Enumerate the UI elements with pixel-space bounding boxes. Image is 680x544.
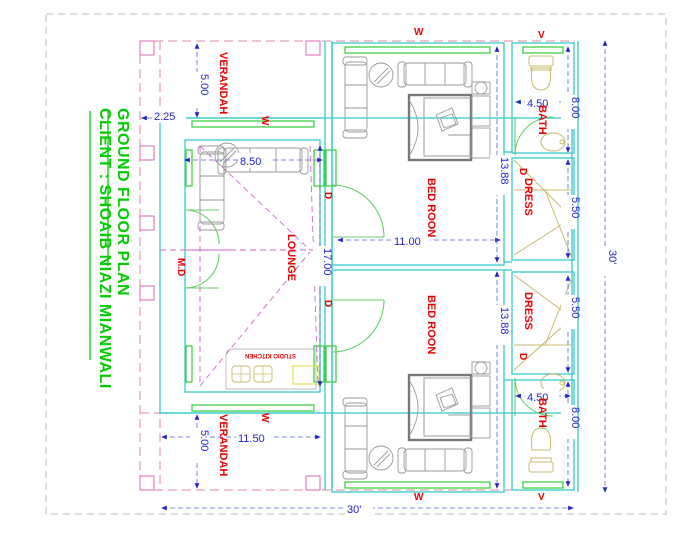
bedroom-top-furniture <box>342 56 491 162</box>
dim-bedroom-width: 11.00 <box>394 236 421 248</box>
bedroom-bottom-furniture <box>342 361 491 480</box>
dim-dress-bottom-height: 5.50 <box>569 297 581 318</box>
dim-verandah-top-depth: 5.00 <box>198 74 210 95</box>
client-line: CLIENT : SHOAIB NIAZI MIANWALI <box>96 108 113 389</box>
dim-bath-top-width: 4.50 <box>527 98 548 110</box>
page-title: GROUND FLOOR PLAN <box>114 108 131 296</box>
room-label-bedroom-top: BED ROON <box>425 178 437 237</box>
building-walls <box>159 41 579 493</box>
dim-bedroom-bottom-height: 13.88 <box>498 307 510 335</box>
opening-tag-w-top: W <box>414 27 424 38</box>
windows <box>185 46 564 489</box>
room-labels: VERANDAH VERANDAH LOUNGE BED ROON BED RO… <box>217 52 548 476</box>
title-block: GROUND FLOOR PLAN CLIENT : SHOAIB NIAZI … <box>89 108 131 389</box>
room-label-bedroom-bottom: BED ROON <box>425 295 437 354</box>
dim-bath-bottom-height: 8.00 <box>569 407 581 428</box>
room-label-lounge: LOUNGE <box>285 234 297 281</box>
room-label-studio-kitchen: STUDIO KITCHEN <box>245 352 296 358</box>
opening-tag-d-bottom-dress: D <box>517 353 528 360</box>
room-label-bath-bottom: BATH <box>536 398 548 428</box>
opening-tag-main-door: M.D <box>175 258 186 276</box>
dim-bedroom-top-height: 13.88 <box>498 157 510 185</box>
dimension-texts: 2.25 5.00 8.50 17.00 11.50 5.00 11.00 13… <box>152 72 618 516</box>
dim-overall-depth: 30' <box>606 250 618 264</box>
dim-lounge-height: 17.00 <box>321 248 333 276</box>
opening-tag-d-top-bedroom: D <box>322 192 333 199</box>
dim-bath-top-height: 8.00 <box>569 97 581 118</box>
dim-verandah-bottom-width: 11.50 <box>238 433 265 445</box>
dim-2-25: 2.25 <box>154 111 175 123</box>
room-label-dress-bottom: DRESS <box>522 292 534 330</box>
opening-tag-v-bottom: V <box>538 492 545 503</box>
opening-tag-d-bottom-bedroom: D <box>322 300 333 307</box>
opening-tag-w-verandah-top: W <box>259 116 270 126</box>
opening-tag-d-top-dress: D <box>517 168 528 175</box>
opening-tag-w-bottom: W <box>414 492 424 503</box>
room-label-verandah-bottom: VERANDAH <box>217 414 229 476</box>
dim-verandah-bottom-depth: 5.00 <box>198 430 210 451</box>
opening-tags: W V W W W V M.D D D D D <box>175 27 545 503</box>
dim-overall-width: 30' <box>347 504 361 516</box>
room-label-dress-top: DRESS <box>522 178 534 216</box>
opening-tag-w-verandah-bottom: W <box>259 413 270 423</box>
door-swings <box>184 116 554 417</box>
room-label-verandah-top: VERANDAH <box>217 52 229 114</box>
room-label-bath-top: BATH <box>536 105 548 135</box>
dim-bath-bottom-width: 4.50 <box>527 392 548 404</box>
opening-tag-v-top: V <box>538 30 545 41</box>
dim-lounge-width: 8.50 <box>240 156 261 168</box>
dim-dress-top-height: 5.50 <box>569 197 581 218</box>
